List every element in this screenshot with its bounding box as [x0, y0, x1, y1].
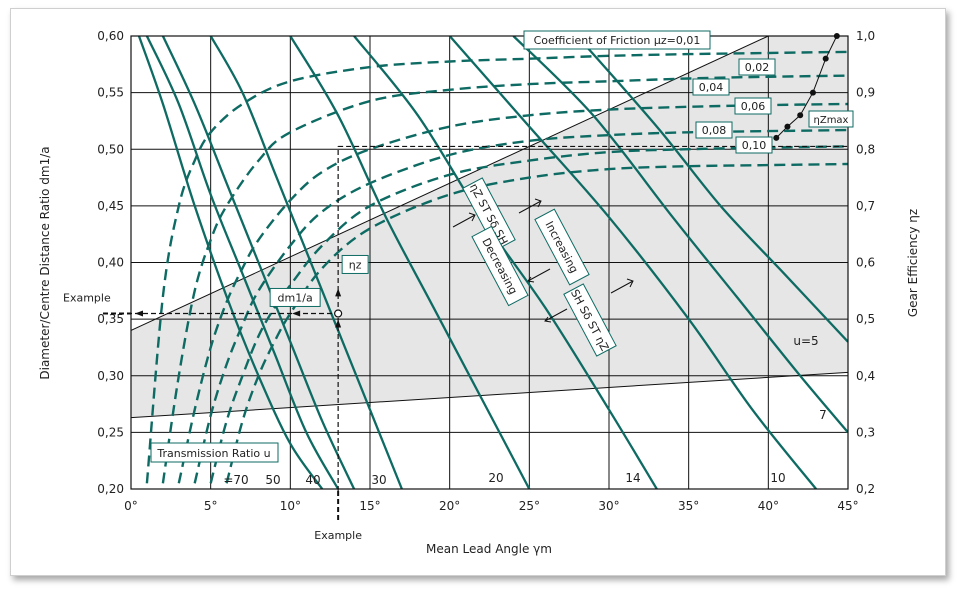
efficiency-label: 0,08	[702, 124, 727, 137]
y-left-tick-label: 0,35	[97, 312, 124, 326]
efficiency-curve	[161, 74, 848, 484]
ratio-label: 14	[625, 471, 640, 485]
efficiency-label-box	[738, 58, 776, 76]
efficiency-label-box	[734, 97, 772, 115]
ratio-curve	[161, 36, 356, 489]
efficiency-label-box	[695, 121, 733, 139]
example-bottom-text: Example	[314, 529, 362, 542]
efficiency-curve	[209, 145, 848, 484]
x-axis-label: Mean Lead Angle γm	[426, 542, 552, 556]
y-right-tick-label: 0,6	[856, 256, 875, 270]
max-efficiency-label: ηZmax	[814, 115, 849, 126]
ratio-legend-text: Transmission Ratio u	[156, 447, 270, 460]
ratio-curve	[289, 36, 531, 489]
x-tick-label: 25°	[519, 499, 540, 513]
y-right-tick-label: 0,3	[856, 425, 875, 439]
x-tick-label: 5°	[204, 499, 218, 513]
efficiency-label-box	[692, 78, 730, 96]
y-right-tick-label: 0,8	[856, 142, 875, 156]
example-eff-box	[341, 254, 369, 274]
ratio-label: 50	[265, 473, 280, 487]
y-left-tick-label: 0,55	[97, 86, 124, 100]
upper-boundary-line	[131, 36, 769, 331]
efficiency-curve	[193, 128, 848, 484]
example-left-text: Example	[63, 291, 111, 304]
example-point	[334, 309, 343, 318]
y-left-tick-label: 0,60	[97, 29, 124, 43]
y-right-tick-label: 0,7	[856, 199, 875, 213]
friction-legend-text: Coefficient of Friction μz=0,01	[534, 34, 701, 47]
ratio-label: 40	[305, 473, 320, 487]
ratio-label: 20	[488, 471, 503, 485]
ratio-curve	[576, 36, 848, 343]
y-right-tick-label: 0,5	[856, 312, 875, 326]
friction-legend: Coefficient of Friction μz=0,01	[523, 30, 711, 50]
max-efficiency-point	[822, 55, 829, 62]
x-tick-label: 10°	[280, 499, 301, 513]
example-ratio-box	[269, 287, 321, 307]
y-left-tick-label: 0,25	[97, 425, 124, 439]
efficiency-label: 0,02	[745, 61, 770, 74]
lower-boundary-line	[131, 371, 848, 419]
example-arrow-left	[135, 310, 143, 317]
example-arrow-up	[335, 319, 342, 328]
ratio-legend: Transmission Ratio u	[150, 442, 279, 463]
ratio-label: =70	[223, 473, 248, 487]
ratio-curve	[145, 36, 340, 489]
x-tick-label: 0°	[124, 499, 138, 513]
max-efficiency-point	[797, 112, 804, 119]
max-efficiency-point	[809, 89, 816, 96]
x-tick-label: 45°	[837, 499, 858, 513]
efficiency-label: 0,04	[699, 81, 724, 94]
efficiency-label-box	[735, 136, 773, 154]
ratio-curve	[512, 36, 848, 434]
y-right-tick-label: 0,4	[856, 369, 875, 383]
plot-frame	[130, 35, 849, 490]
ratio-curve	[448, 36, 817, 489]
y-right-tick-label: 1,0	[856, 29, 875, 43]
y-right-tick-label: 0,2	[856, 482, 875, 496]
y-right-tick-label: 0,9	[856, 86, 875, 100]
ratio-curve	[137, 36, 324, 489]
x-tick-label: 35°	[678, 499, 699, 513]
max-efficiency-point	[773, 134, 780, 141]
x-tick-label: 40°	[758, 499, 779, 513]
y-left-tick-label: 0,20	[97, 482, 124, 496]
ratio-label: 7	[819, 408, 827, 422]
efficiency-curve	[145, 50, 848, 484]
ratio-label: 30	[371, 473, 386, 487]
y-left-tick-label: 0,30	[97, 369, 124, 383]
x-tick-label: 15°	[359, 499, 380, 513]
gear-efficiency-chart: 0°5°10°15°20°25°30°35°40°45°0,200,250,30…	[38, 29, 920, 556]
max-efficiency-label-box	[808, 110, 854, 128]
x-tick-label: 30°	[598, 499, 619, 513]
y-left-tick-label: 0,45	[97, 199, 124, 213]
example-arrow-up	[335, 288, 342, 297]
efficiency-label: 0,06	[741, 100, 766, 113]
ratio-label: u=5	[793, 334, 818, 348]
example-ratio-label: dm1/a	[278, 291, 313, 304]
ratio-curve	[353, 36, 658, 489]
y-left-tick-label: 0,50	[97, 142, 124, 156]
x-tick-label: 20°	[439, 499, 460, 513]
example-arrow-left	[292, 310, 301, 317]
ratio-curve	[209, 36, 403, 489]
example-eff-label: ηz	[349, 258, 362, 271]
y-axis-right-label: Gear Efficiency ηz	[906, 209, 920, 317]
y-left-tick-label: 0,40	[97, 256, 124, 270]
y-axis-left-label: Diameter/Centre Distance Ratio dm1/a	[38, 146, 52, 379]
efficiency-curve	[177, 102, 848, 484]
ratio-label: 10	[770, 471, 785, 485]
max-efficiency-point	[784, 123, 791, 130]
trend-annotation-upper: ηZ ST Sδ SH Decreasing Increasing SH Sδ …	[452, 177, 634, 357]
efficiency-label: 0,10	[742, 139, 767, 152]
